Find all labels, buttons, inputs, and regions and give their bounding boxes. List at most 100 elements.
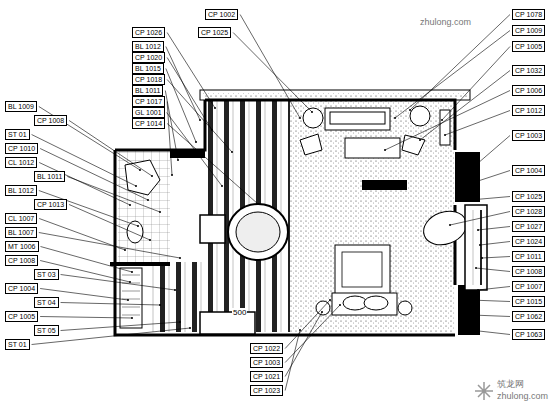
leader-dot <box>124 249 126 251</box>
callout-tag: CP 1008 <box>512 266 545 277</box>
leader-line <box>285 330 300 391</box>
callout-tag: CP 1017 <box>132 96 165 107</box>
callout-tag: CP 1023 <box>250 385 283 396</box>
callout-tag: CP 1003 <box>512 130 545 141</box>
leader-dot <box>149 239 151 241</box>
leader-line <box>167 58 212 131</box>
callout-tag: CP 1021 <box>250 371 283 382</box>
leader-dot <box>469 169 471 171</box>
leader-dot <box>469 329 471 331</box>
leader-line <box>482 257 510 259</box>
callout-tag: BL 1011 <box>34 171 65 182</box>
callout-tag: CP 1062 <box>512 311 545 322</box>
callout-tag: CP 1012 <box>512 105 545 116</box>
leader-dot <box>195 141 197 143</box>
leader-line <box>470 197 510 201</box>
leader-dot <box>311 111 313 113</box>
leader-line <box>480 242 510 246</box>
dimension-text: 500 <box>232 308 247 318</box>
leader-line <box>167 124 258 205</box>
leader-dot <box>127 299 129 301</box>
leader-line <box>445 111 510 136</box>
leader-line <box>285 300 330 349</box>
leader-line <box>442 47 510 121</box>
leader-line <box>167 80 232 153</box>
callout-tag: GL 1001 <box>132 107 165 118</box>
leader-dot <box>199 119 201 121</box>
callout-tag: CP 1002 <box>205 9 238 20</box>
callout-tag: CP 1004 <box>512 165 545 176</box>
callout-tag: CP 1010 <box>5 143 38 154</box>
callout-tag: ST 01 <box>5 339 30 350</box>
leader-dot <box>221 185 223 187</box>
callout-tag: CP 1011 <box>512 251 545 262</box>
callout-tag: ST 04 <box>34 297 59 308</box>
callout-tag: CP 1063 <box>512 329 545 340</box>
callout-tag: CP 1018 <box>132 74 165 85</box>
callout-tag: CP 1005 <box>512 41 545 52</box>
leader-dot <box>159 304 161 306</box>
leader-dot <box>129 281 131 283</box>
callout-tag: CP 1025 <box>198 27 231 38</box>
leader-line <box>385 91 510 151</box>
leader-dot <box>179 321 181 323</box>
leader-dot <box>171 174 173 176</box>
callout-tag: ST 01 <box>5 129 30 140</box>
leader-line <box>40 317 132 319</box>
leader-line <box>240 15 300 119</box>
leader-line <box>167 102 172 176</box>
leader-dot <box>481 257 483 259</box>
leader-dot <box>441 119 443 121</box>
leader-line <box>470 136 510 171</box>
leader-line <box>410 15 510 111</box>
leader-line <box>476 268 510 272</box>
leader-dot <box>231 151 233 153</box>
callout-tag: CP 1013 <box>34 199 67 210</box>
leader-line <box>450 212 510 226</box>
callout-tag: CP 1032 <box>512 65 545 76</box>
leader-dot <box>321 311 323 313</box>
leader-dot <box>147 199 149 201</box>
leader-line <box>67 177 160 213</box>
leader-dot <box>394 117 396 119</box>
callout-tag: BL 1012 <box>132 41 164 52</box>
callout-tag: CP 1015 <box>512 296 545 307</box>
callout-tag: BL 1012 <box>5 185 37 196</box>
callout-tag: CL 1007 <box>5 213 37 224</box>
leader-dot <box>131 271 133 273</box>
callout-tag: CP 1004 <box>5 283 38 294</box>
leader-line <box>478 287 510 291</box>
callout-tag: CP 1078 <box>512 9 545 20</box>
callout-tag: CP 1024 <box>512 236 545 247</box>
leader-line <box>39 233 180 259</box>
callout-tag: CP 1022 <box>250 343 283 354</box>
leader-line <box>61 275 175 291</box>
leader-dot <box>179 257 181 259</box>
callout-tag: BL 1009 <box>5 101 37 112</box>
leader-dot <box>129 204 131 206</box>
leader-dot <box>469 299 471 301</box>
leader-line <box>233 33 312 113</box>
leader-line <box>470 330 510 335</box>
leader-dot <box>477 289 479 291</box>
callout-tag: CP 1009 <box>512 25 545 36</box>
leader-line <box>32 135 136 187</box>
callout-tag: BL 1007 <box>5 227 37 238</box>
callout-tag: CP 1014 <box>132 118 165 129</box>
leader-dot <box>449 224 451 226</box>
leader-dot <box>419 139 421 141</box>
leader-dot <box>409 109 411 111</box>
callout-tag: CP 1026 <box>132 27 165 38</box>
leader-dot <box>299 329 301 331</box>
leader-dot <box>384 149 386 151</box>
leader-dot <box>159 211 161 213</box>
leader-dot <box>475 267 477 269</box>
leader-dot <box>177 159 179 161</box>
leader-dot <box>479 244 481 246</box>
callout-tag: CP 1006 <box>512 85 545 96</box>
callout-tag: CP 1027 <box>512 221 545 232</box>
callout-tag: CP 1008 <box>5 255 38 266</box>
callout-tag: CP 1028 <box>512 206 545 217</box>
callout-tag: BL 1011 <box>132 85 163 96</box>
